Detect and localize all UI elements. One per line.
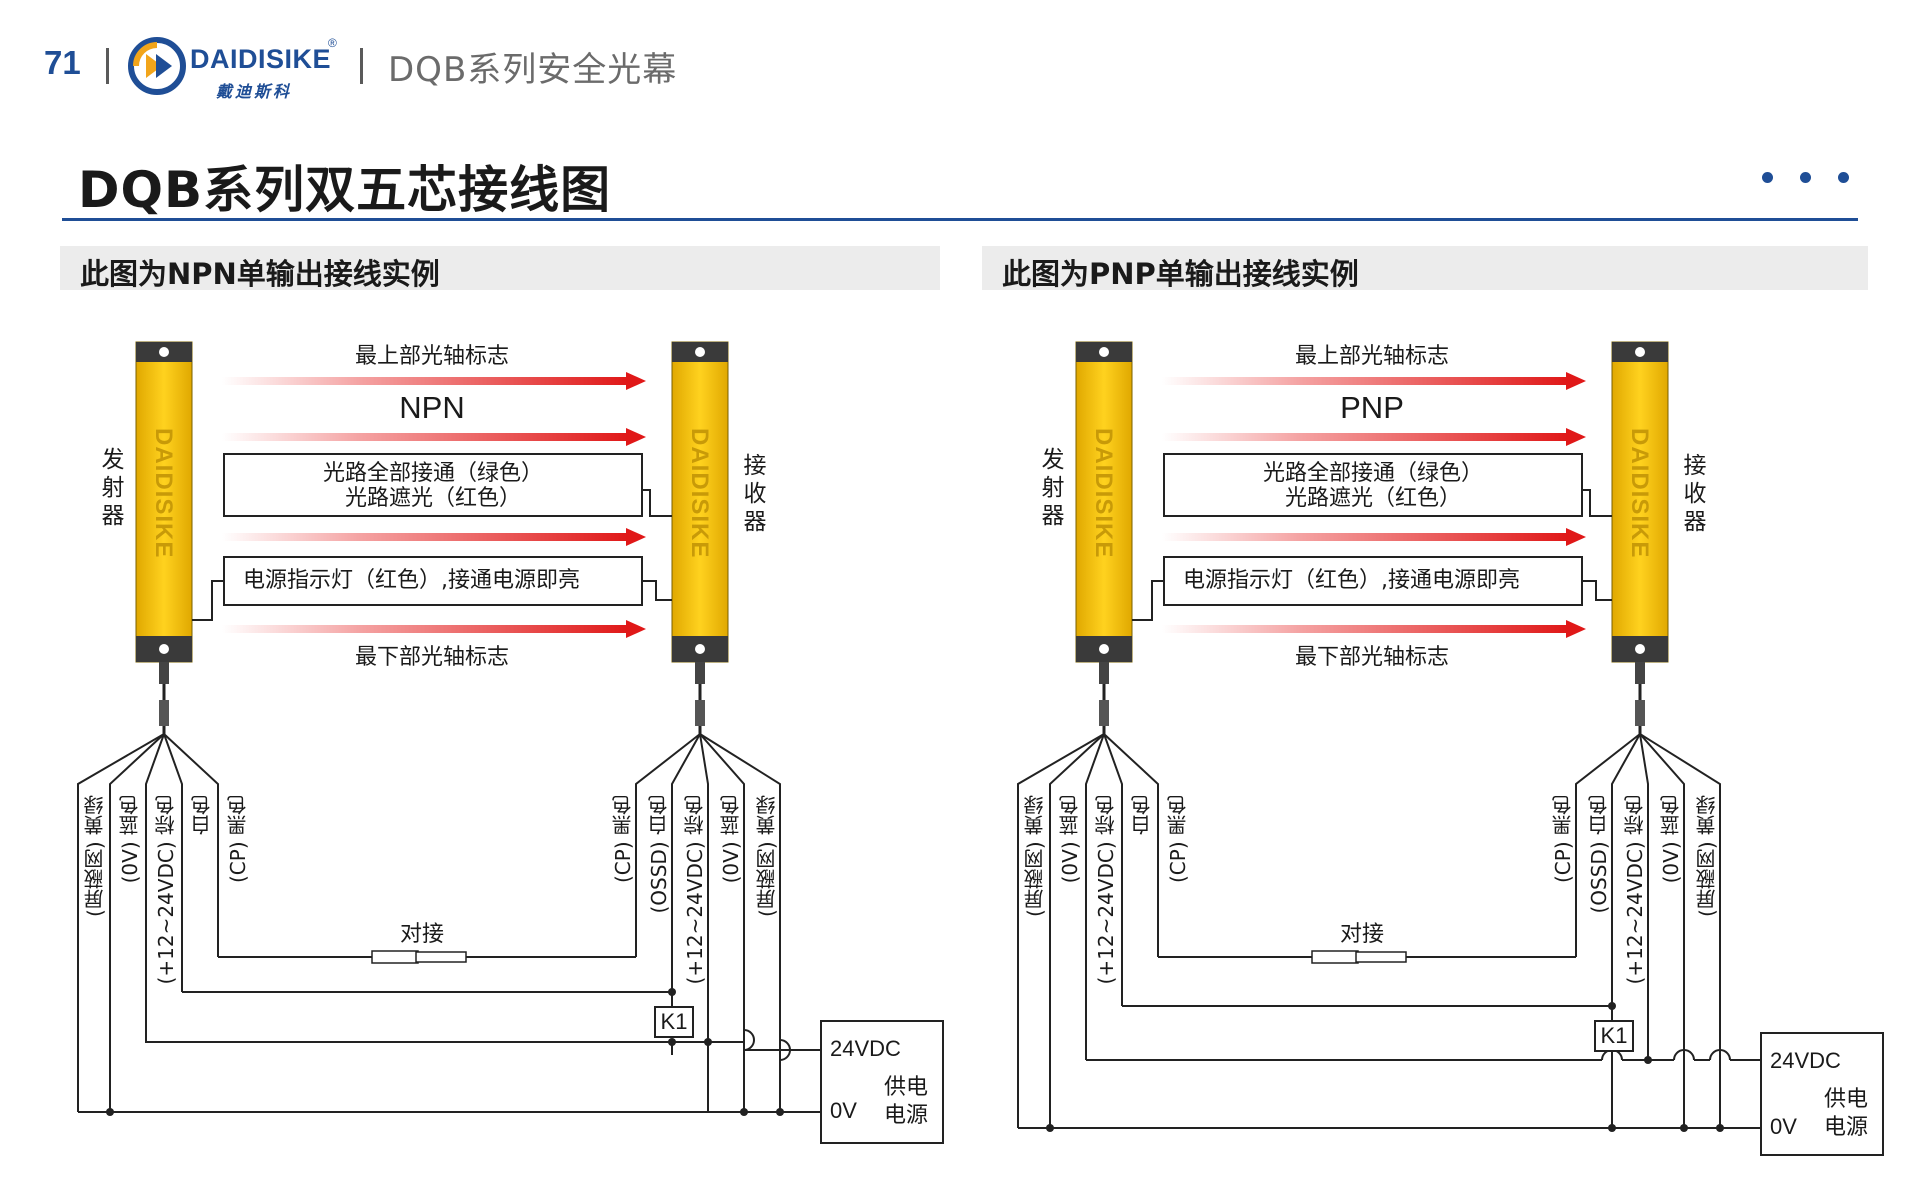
emitter-wire-label: (0V) 蓝色 xyxy=(1058,795,1082,884)
receiver-wire-label: (屏蔽网) 黄绿 xyxy=(755,795,779,917)
divider xyxy=(360,48,363,84)
emitter-wire-label: 白色 xyxy=(190,795,214,835)
receiver-curtain xyxy=(1611,341,1669,734)
page-title: DQB系列双五芯接线图 xyxy=(78,161,612,219)
emitter-wire-label: (+12~24VDC) 棕色 xyxy=(154,795,178,985)
emitter-curtain xyxy=(135,341,193,734)
psu-zero: 0V xyxy=(1770,1114,1797,1139)
pair-label: 对接 xyxy=(1340,922,1385,947)
pair-connector-icon xyxy=(360,950,480,964)
npn-wiring-diagram: 最上部光轴标志 NPN 光路全部接通（绿色） 光路遮光（红色） 电源指示灯（红色… xyxy=(60,330,960,1190)
section-header-pnp: 此图为PNP单输出接线实例 xyxy=(982,246,1868,291)
power-led-label: 电源指示灯（红色）,接通电源即亮 xyxy=(243,568,580,593)
page-number: 71 xyxy=(44,44,81,81)
power-supply: 24VDC 0V 供电电源 xyxy=(1760,1032,1884,1156)
emitter-label: 发射器 xyxy=(1041,447,1065,529)
title-underline xyxy=(62,218,1858,221)
emitter-brand: DAIDISIKE xyxy=(150,428,177,559)
brand-logo: DAIDISIKE ® 戴迪斯科 xyxy=(128,36,338,101)
receiver-wire-label: (OSSD) 白色 xyxy=(1587,795,1611,914)
registered-mark: ® xyxy=(328,36,337,50)
series-title: DQB系列安全光幕 xyxy=(388,50,678,90)
relay-k1: K1 xyxy=(1594,1020,1634,1052)
bottom-axis-label: 最下部光轴标志 xyxy=(1294,645,1449,670)
logo-mark-icon xyxy=(128,37,186,95)
section-title: 此图为PNP单输出接线实例 xyxy=(1002,257,1359,291)
power-led-box xyxy=(223,556,643,606)
more-dots-icon xyxy=(1762,172,1912,188)
psu-voltage: 24VDC xyxy=(1770,1048,1841,1073)
receiver-brand: DAIDISIKE xyxy=(1626,428,1653,559)
pair-connector-icon xyxy=(1300,950,1420,964)
output-mode-label: PNP xyxy=(1340,390,1404,425)
top-axis-label: 最上部光轴标志 xyxy=(1294,344,1449,369)
emitter-wire-label: 白色 xyxy=(1130,795,1154,835)
wiring-drawing xyxy=(1017,341,1760,1132)
status-line-1: 光路全部接通（绿色） xyxy=(322,461,543,486)
psu-voltage: 24VDC xyxy=(830,1036,901,1061)
receiver-wire-label: (+12~24VDC) 棕色 xyxy=(683,795,707,985)
section-header-npn: 此图为NPN单输出接线实例 xyxy=(60,246,940,291)
divider xyxy=(106,48,109,84)
pnp-wiring-diagram: 最上部光轴标志 PNP 光路全部接通（绿色） 光路遮光（红色） 电源指示灯（红色… xyxy=(1000,330,1900,1190)
section-title: 此图为NPN单输出接线实例 xyxy=(80,257,440,291)
emitter-wires xyxy=(77,733,219,1112)
status-line-2: 光路遮光（红色） xyxy=(1284,486,1461,511)
beam-arrows xyxy=(1162,372,1586,638)
emitter-wire-label: (CP) 黑色 xyxy=(1166,795,1190,883)
emitter-brand: DAIDISIKE xyxy=(1090,428,1117,559)
psu-label: 供电电源 xyxy=(1824,1087,1869,1140)
receiver-wire-label: (CP) 黑色 xyxy=(1551,795,1575,883)
receiver-wire-label: (0V) 蓝色 xyxy=(719,795,743,884)
emitter-wires xyxy=(1017,733,1159,1128)
receiver-curtain xyxy=(671,341,729,734)
receiver-label: 接收器 xyxy=(743,453,767,535)
bottom-axis-label: 最下部光轴标志 xyxy=(354,645,509,670)
receiver-wire-label: (CP) 黑色 xyxy=(611,795,635,883)
emitter-curtain xyxy=(1075,341,1133,734)
output-mode-label: NPN xyxy=(399,390,465,425)
emitter-wire-label: (屏蔽网) 黄绿 xyxy=(1023,795,1047,917)
status-box xyxy=(1163,453,1583,517)
emitter-wire-label: (屏蔽网) 黄绿 xyxy=(83,795,107,917)
top-axis-label: 最上部光轴标志 xyxy=(354,344,509,369)
receiver-wire-label: (0V) 蓝色 xyxy=(1659,795,1683,884)
status-line-2: 光路遮光（红色） xyxy=(344,486,521,511)
receiver-wire-label: (屏蔽网) 黄绿 xyxy=(1695,795,1719,917)
relay-k1: K1 xyxy=(654,1006,694,1038)
logo-chinese: 戴迪斯科 xyxy=(216,82,293,101)
status-box xyxy=(223,453,643,517)
receiver-wires xyxy=(1575,733,1721,1128)
page-header: 71 DAIDISIKE ® 戴迪斯科 DQB系列安全光幕 xyxy=(0,0,1920,130)
wiring-drawing xyxy=(77,341,820,1116)
receiver-wire-label: (+12~24VDC) 棕色 xyxy=(1623,795,1647,985)
power-led-label: 电源指示灯（红色）,接通电源即亮 xyxy=(1183,568,1520,593)
receiver-label: 接收器 xyxy=(1683,453,1707,535)
receiver-brand: DAIDISIKE xyxy=(686,428,713,559)
beam-arrows xyxy=(222,372,646,638)
receiver-wires xyxy=(635,733,781,1112)
status-line-1: 光路全部接通（绿色） xyxy=(1262,461,1483,486)
receiver-wire-label: (OSSD) 白色 xyxy=(647,795,671,914)
power-supply: 24VDC 0V 供电电源 xyxy=(820,1020,944,1144)
psu-label: 供电电源 xyxy=(884,1075,929,1128)
logo-wordmark: DAIDISIKE xyxy=(190,44,332,74)
pair-label: 对接 xyxy=(400,922,445,947)
emitter-label: 发射器 xyxy=(101,447,125,529)
emitter-wire-label: (0V) 蓝色 xyxy=(118,795,142,884)
emitter-wire-label: (+12~24VDC) 棕色 xyxy=(1094,795,1118,985)
psu-zero: 0V xyxy=(830,1098,857,1123)
emitter-wire-label: (CP) 黑色 xyxy=(226,795,250,883)
